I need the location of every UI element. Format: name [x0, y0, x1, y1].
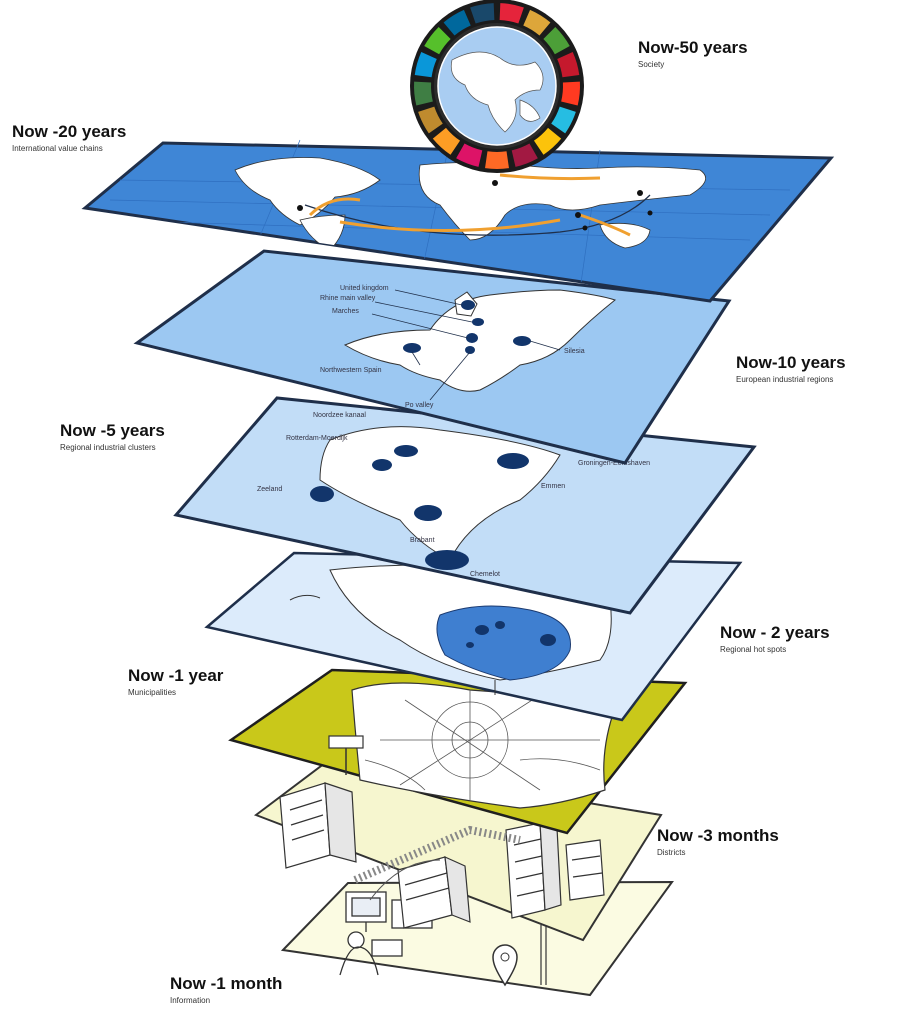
map-label: United kingdom — [340, 285, 389, 292]
layer-title: Now -3 months — [657, 826, 779, 845]
sdg-segment — [470, 3, 495, 24]
layer-subtitle: Society — [638, 60, 665, 69]
building-icon — [279, 782, 357, 869]
map-label: Northwestern Spain — [320, 367, 382, 374]
sdg-segment — [456, 143, 483, 167]
layer-value-chains — [81, 139, 835, 303]
layer-label-districts: Now -3 months Districts — [657, 826, 779, 857]
layer-subtitle: European industrial regions — [736, 375, 834, 384]
map-label: Noordzee kanaal — [313, 412, 366, 419]
layer-title: Now -1 month — [170, 974, 283, 993]
layer-subtitle: International value chains — [12, 144, 103, 153]
layer-label-society: Now-50 years Society — [638, 38, 748, 69]
sdg-segment — [557, 52, 580, 78]
map-label: Groningen-Eemshaven — [578, 460, 650, 467]
layer-regions: United kingdom Rhine main valley Marches… — [133, 249, 732, 465]
building-icon — [565, 839, 605, 901]
location-pin-icon — [492, 944, 518, 987]
map-label: Po valley — [405, 402, 434, 409]
sdg-segment — [543, 26, 570, 55]
sdg-segment — [443, 9, 471, 36]
layer-label-regions: Now-10 years European industrial regions — [736, 353, 846, 384]
map-label: Rotterdam-Moerdijk — [286, 435, 348, 442]
map-label: Marches — [332, 308, 359, 315]
sdg-segment — [551, 106, 576, 134]
layer-municipalities — [228, 668, 688, 835]
map-label: Brabant — [410, 537, 435, 544]
layer-title: Now -5 years — [60, 421, 165, 440]
map-label: Chemelot — [470, 571, 500, 578]
building-icon — [397, 856, 471, 929]
layer-title: Now-50 years — [638, 38, 748, 57]
layer-title: Now -20 years — [12, 122, 127, 141]
layer-label-value-chains: Now -20 years International value chains — [12, 122, 126, 153]
sdg-segment — [413, 81, 433, 106]
sdg-segment — [561, 81, 581, 106]
sdg-segment — [424, 26, 451, 55]
layer-title: Now - 2 years — [720, 623, 830, 642]
map-label: Zeeland — [257, 486, 282, 493]
map-label: Rhine main valley — [320, 295, 376, 302]
layer-label-municipalities: Now -1 year Municipalities — [128, 666, 223, 697]
sdg-segment — [485, 151, 509, 169]
layer-label-information: Now -1 month Information — [170, 974, 282, 1005]
layer-label-clusters: Now -5 years Regional industrial cluster… — [60, 421, 165, 452]
building-icon — [505, 822, 562, 919]
sdg-segment — [414, 52, 437, 78]
layer-subtitle: Regional hot spots — [720, 645, 787, 654]
sdg-segment — [511, 143, 538, 167]
map-label: Silesia — [564, 348, 585, 355]
layer-subtitle: Information — [170, 996, 211, 1005]
sdg-segment — [432, 127, 461, 155]
cluster-blobs — [310, 445, 529, 570]
sdg-segment — [523, 9, 551, 36]
layer-subtitle: Districts — [657, 848, 686, 857]
map-label: Emmen — [541, 483, 565, 490]
sdg-segment — [418, 106, 443, 134]
sdg-segment — [533, 127, 562, 155]
layer-title: Now -1 year — [128, 666, 224, 685]
layer-subtitle: Municipalities — [128, 688, 177, 697]
sdg-segment — [499, 3, 524, 24]
region-blobs — [403, 300, 531, 354]
layer-label-hotspots: Now - 2 years Regional hot spots — [720, 623, 830, 654]
world-map-icon — [99, 139, 791, 291]
sdg-wheel-icon — [410, 0, 584, 173]
layer-title: Now-10 years — [736, 353, 846, 372]
street-sign-icon — [328, 735, 364, 775]
layer-subtitle: Regional industrial clusters — [60, 443, 156, 452]
